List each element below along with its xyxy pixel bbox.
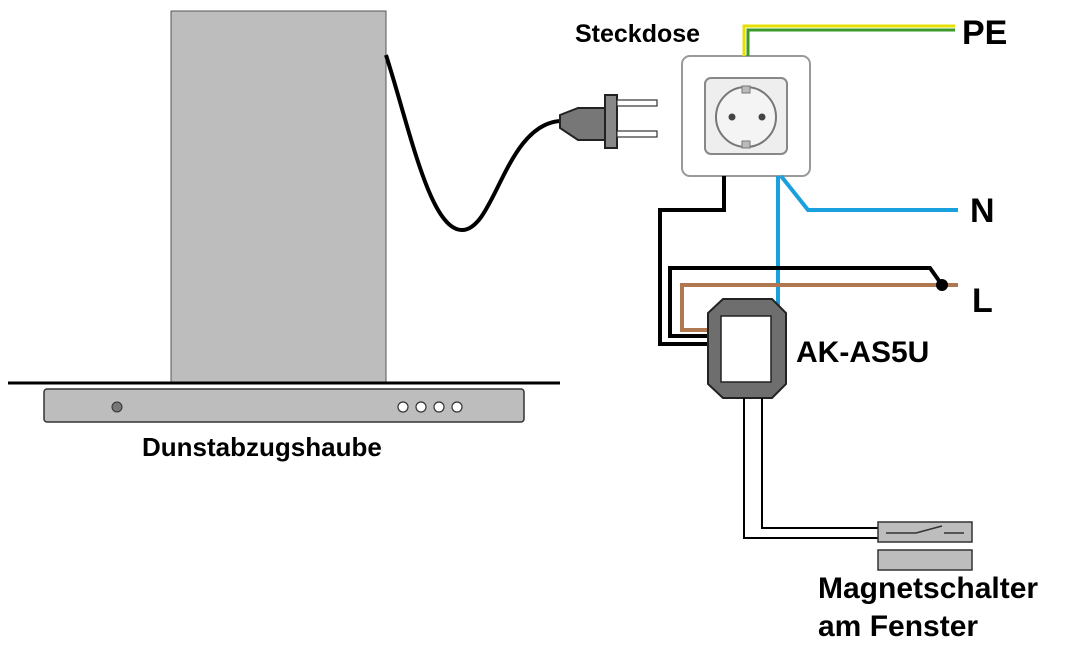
- pe-wire-yellow: [742, 24, 955, 56]
- hood-buttons: [397, 401, 463, 413]
- hood-control-panel: [43, 388, 525, 423]
- socket-well: [715, 86, 777, 148]
- n-wire-line: [779, 174, 958, 212]
- module-window: [720, 315, 772, 383]
- socket-earth-clip-bottom: [741, 140, 751, 149]
- socket-icon: [681, 55, 811, 177]
- socket-earth-clip-top: [741, 85, 751, 94]
- l-label: L: [972, 282, 993, 320]
- hood-button-3: [433, 401, 445, 413]
- plug-pin-bottom: [616, 130, 658, 138]
- plug-collar: [604, 94, 618, 149]
- magnet-switch-label-line1: Magnetschalter: [818, 572, 1039, 605]
- plug-body: [559, 107, 606, 141]
- l-junction-dot: [936, 279, 948, 291]
- hood-indicator-light: [111, 401, 123, 413]
- socket-label: Steckdose: [575, 20, 701, 48]
- switched-wire: [658, 176, 726, 346]
- magnet-switch-label-line2: am Fenster: [818, 610, 979, 643]
- magnet-switch-magnet: [877, 549, 973, 571]
- module-icon: [707, 298, 787, 399]
- hood-power-cable: [384, 54, 561, 233]
- magnet-switch-reed: [886, 525, 964, 534]
- magnet-switch-icon: [877, 521, 973, 571]
- pe-wire-green: [746, 28, 955, 56]
- phase-wire: [668, 266, 944, 338]
- l-wire: [680, 283, 958, 332]
- hood-chimney: [170, 10, 387, 384]
- socket-hole-right: [758, 113, 766, 121]
- magnet-switch-contact: [877, 521, 973, 543]
- hood-button-4: [451, 401, 463, 413]
- module-label: AK-AS5U: [796, 336, 930, 369]
- hood-button-2: [415, 401, 427, 413]
- sensor-cable-outer: [743, 398, 880, 539]
- hood-button-1: [397, 401, 409, 413]
- sensor-cable-inner: [761, 398, 880, 529]
- plug-icon: [559, 94, 658, 149]
- socket-hole-left: [728, 113, 736, 121]
- pe-label: PE: [962, 14, 1008, 52]
- hood-label: Dunstabzugshaube: [142, 432, 382, 462]
- plug-pin-top: [616, 99, 658, 107]
- n-label: N: [970, 192, 995, 230]
